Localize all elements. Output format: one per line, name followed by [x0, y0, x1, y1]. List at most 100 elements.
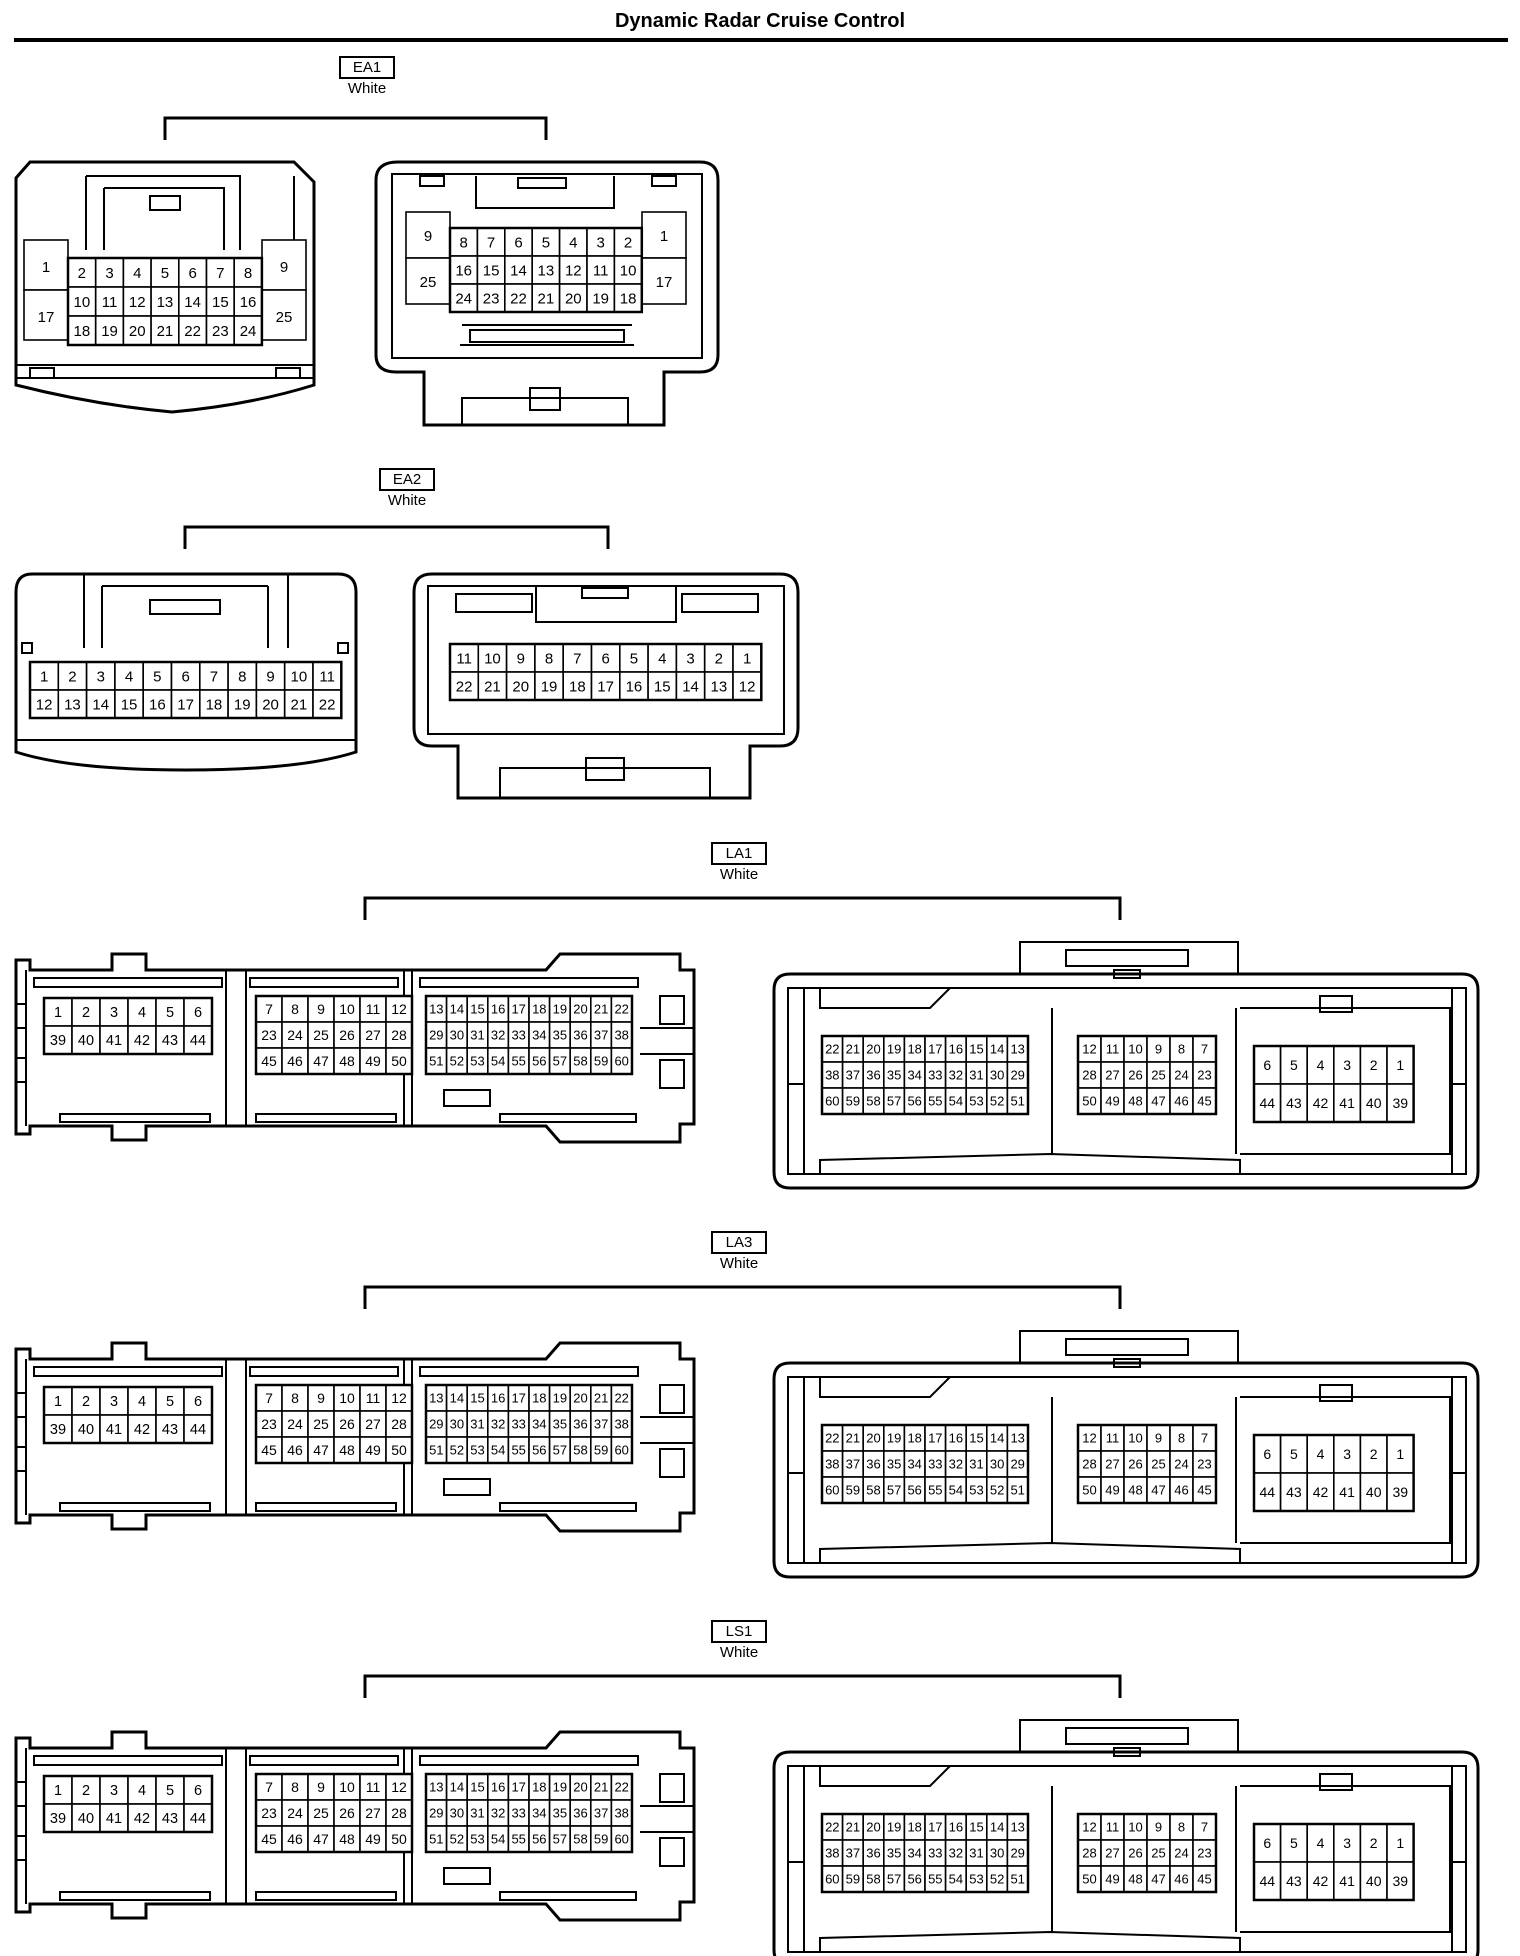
pin-number: 22	[319, 696, 336, 713]
pin-number: 18	[532, 1391, 546, 1406]
pin-number: 32	[949, 1457, 963, 1472]
pin-number: 20	[512, 678, 529, 695]
pin-number: 13	[429, 1002, 443, 1017]
pin-number: 1	[54, 1005, 62, 1021]
pin-number: 7	[1201, 1431, 1208, 1446]
pin-number: 25	[276, 309, 293, 326]
pin-number: 20	[129, 323, 146, 340]
housing-outline	[819, 1376, 951, 1398]
pin-number: 25	[1151, 1457, 1165, 1472]
pin-number: 6	[601, 650, 609, 667]
pin-number: 5	[1290, 1057, 1298, 1073]
pin-number: 24	[455, 290, 472, 307]
pin-number: 58	[866, 1094, 880, 1109]
pin-cell	[449, 671, 480, 701]
pin-number: 21	[594, 1391, 608, 1406]
pin-number: 18	[532, 1002, 546, 1017]
housing-outline	[16, 364, 314, 379]
pin-number: 3	[1343, 1446, 1351, 1462]
pin-cell	[385, 1021, 413, 1049]
pin-number: 11	[366, 1779, 381, 1795]
pin-number: 7	[210, 668, 218, 685]
pin-number: 1	[1396, 1835, 1404, 1851]
pin-number: 39	[50, 1811, 66, 1827]
pin-number: 8	[291, 1779, 299, 1795]
pin-number: 4	[1317, 1446, 1325, 1462]
pin-number: 5	[542, 234, 550, 251]
outline-rect	[1113, 1747, 1141, 1757]
pin-number: 21	[846, 1042, 860, 1057]
pin-cell	[307, 1799, 335, 1827]
pin-number: 1	[54, 1783, 62, 1799]
pin-cell	[558, 255, 588, 285]
pin-number: 16	[455, 262, 472, 279]
pin-number: 15	[470, 1002, 484, 1017]
pin-number: 8	[238, 668, 246, 685]
pin-number: 1	[40, 668, 48, 685]
pin-cell	[281, 1799, 309, 1827]
pin-grid-border	[42, 1774, 214, 1834]
pin-cell	[405, 211, 451, 259]
pin-number: 46	[287, 1442, 303, 1458]
pin-number: 20	[565, 290, 582, 307]
pin-grid-border	[66, 256, 264, 347]
pin-grid-border	[424, 1772, 634, 1854]
pin-number: 53	[969, 1872, 983, 1887]
pin-number: 5	[166, 1394, 174, 1410]
pin-number: 46	[287, 1053, 303, 1069]
outline-rect	[1065, 1727, 1189, 1745]
outline-rect	[499, 1502, 637, 1512]
pin-number: 54	[491, 1054, 505, 1069]
housing-outline	[772, 1361, 1480, 1579]
pin-number: 50	[1082, 1094, 1096, 1109]
pin-number: 43	[162, 1422, 178, 1438]
pin-number: 49	[365, 1442, 381, 1458]
pin-number: 48	[339, 1053, 355, 1069]
pin-number: 22	[825, 1042, 839, 1057]
pin-cell	[307, 1436, 335, 1464]
pin-number: 16	[949, 1042, 963, 1057]
title-rule	[14, 38, 1508, 42]
pin-number: 57	[887, 1483, 901, 1498]
pin-grid-border	[1076, 1423, 1218, 1505]
pin-number: 2	[82, 1005, 90, 1021]
pin-number: 40	[78, 1811, 94, 1827]
pin-number: 5	[153, 668, 161, 685]
housing-outline	[14, 952, 696, 1144]
pin-number: 42	[134, 1811, 150, 1827]
outline-rect	[149, 599, 221, 615]
housing-outline	[14, 160, 316, 414]
pin-number: 28	[1082, 1068, 1096, 1083]
pin-number: 37	[846, 1846, 860, 1861]
pin-number: 44	[1260, 1873, 1276, 1889]
pin-number: 54	[491, 1832, 505, 1847]
pin-number: 54	[949, 1483, 963, 1498]
pin-number: 21	[594, 1780, 608, 1795]
housing-outline	[803, 988, 1453, 1174]
bracket	[363, 1285, 1122, 1309]
pin-number: 18	[907, 1820, 921, 1835]
outline-rect	[443, 1089, 491, 1107]
pin-number: 10	[620, 262, 637, 279]
pin-number: 44	[190, 1033, 206, 1049]
pin-number: 44	[190, 1422, 206, 1438]
outline-rect	[659, 1384, 685, 1414]
pin-cell	[385, 1410, 413, 1438]
pin-number: 18	[620, 290, 637, 307]
pin-number: 9	[317, 1001, 325, 1017]
outline-rect	[443, 1478, 491, 1496]
pin-grid-border	[1252, 1822, 1415, 1902]
pin-cell	[99, 1803, 129, 1833]
pin-number: 49	[1105, 1483, 1119, 1498]
pin-number: 4	[138, 1005, 146, 1021]
pin-number: 49	[1105, 1094, 1119, 1109]
pin-number: 54	[949, 1094, 963, 1109]
pin-number: 2	[715, 650, 723, 667]
pin-number: 5	[1290, 1835, 1298, 1851]
pin-cell	[476, 255, 506, 285]
pin-number: 24	[240, 323, 257, 340]
pin-number: 3	[105, 265, 113, 282]
